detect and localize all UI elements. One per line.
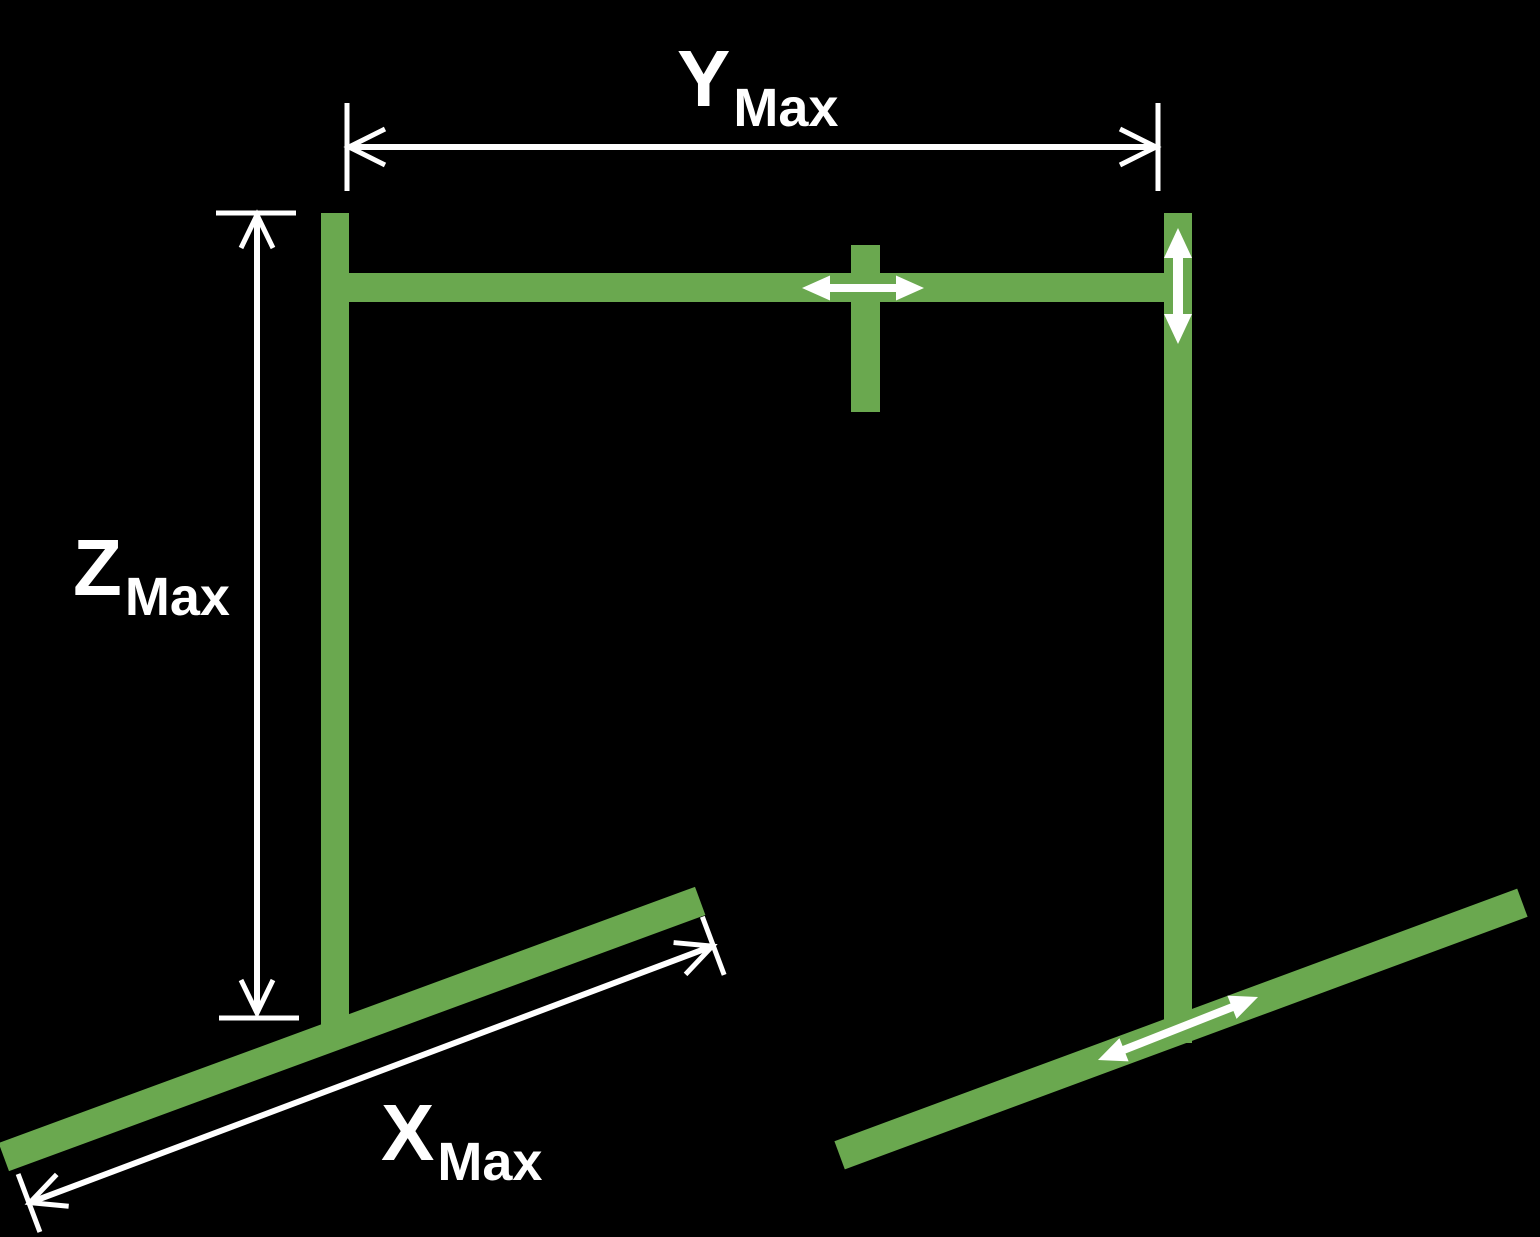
- z-max-label: ZMax: [73, 523, 230, 627]
- y-max-label: YMax: [677, 34, 838, 138]
- left-base-rail: [0, 886, 706, 1172]
- x-max-label-main: X: [381, 1088, 434, 1177]
- y-dim-arrowhead-right-icon: [1118, 126, 1162, 168]
- right-column: [1164, 213, 1192, 1043]
- y-max-label-subscript: Max: [733, 78, 838, 138]
- x-max-dimension: [15, 915, 727, 1233]
- z-max-label-subscript: Max: [125, 567, 230, 627]
- travel-arrows: [802, 228, 1259, 1062]
- gantry-crossbeam: [321, 273, 1192, 302]
- z-travel-arrow-icon: [1164, 228, 1192, 344]
- x-travel-arrow-icon: [1097, 995, 1259, 1062]
- y-max-label-main: Y: [677, 34, 730, 123]
- y-dim-arrowhead-left-icon: [343, 126, 387, 168]
- z-max-dimension: ZMax: [73, 209, 299, 1021]
- x-dim-arrowhead-left-icon: [24, 1172, 69, 1209]
- x-travel-arrow-group: [1097, 995, 1259, 1062]
- tool-carriage: [851, 245, 880, 412]
- z-dim-arrowhead-bottom-icon: [238, 978, 276, 1019]
- x-dim-line: [30, 944, 712, 1205]
- z-max-label-main: Z: [73, 523, 122, 612]
- y-max-dimension: YMax: [343, 34, 1162, 191]
- left-column: [321, 213, 349, 1043]
- y-travel-arrow-icon: [802, 275, 924, 301]
- z-dim-arrowhead-top-icon: [238, 209, 276, 250]
- x-max-label-subscript: Max: [437, 1132, 542, 1192]
- x-dim-arrowhead-right-icon: [673, 940, 718, 977]
- x-max-label: XMax: [381, 1088, 542, 1192]
